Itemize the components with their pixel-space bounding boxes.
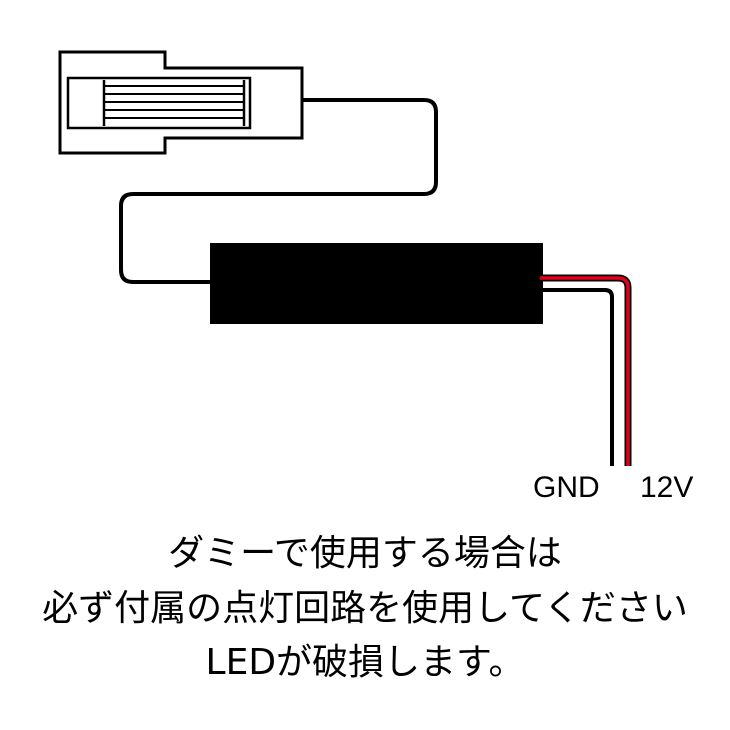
wire-12v — [540, 274, 632, 466]
connector-wire — [119, 98, 438, 284]
v12-label: 12V — [640, 471, 694, 504]
connector-body-outline — [58, 50, 304, 155]
connector — [58, 50, 304, 155]
gnd-label: GND — [533, 471, 600, 504]
notice-line-3: LEDが破損します。 — [205, 642, 525, 683]
connector-inner-outline — [66, 76, 252, 130]
notice-line-1: ダミーで使用する場合は — [168, 533, 562, 574]
dummy-load-module — [210, 243, 543, 324]
wire-gnd — [540, 288, 614, 466]
notice-line-2: 必ず付属の点灯回路を使用してください — [42, 588, 688, 629]
